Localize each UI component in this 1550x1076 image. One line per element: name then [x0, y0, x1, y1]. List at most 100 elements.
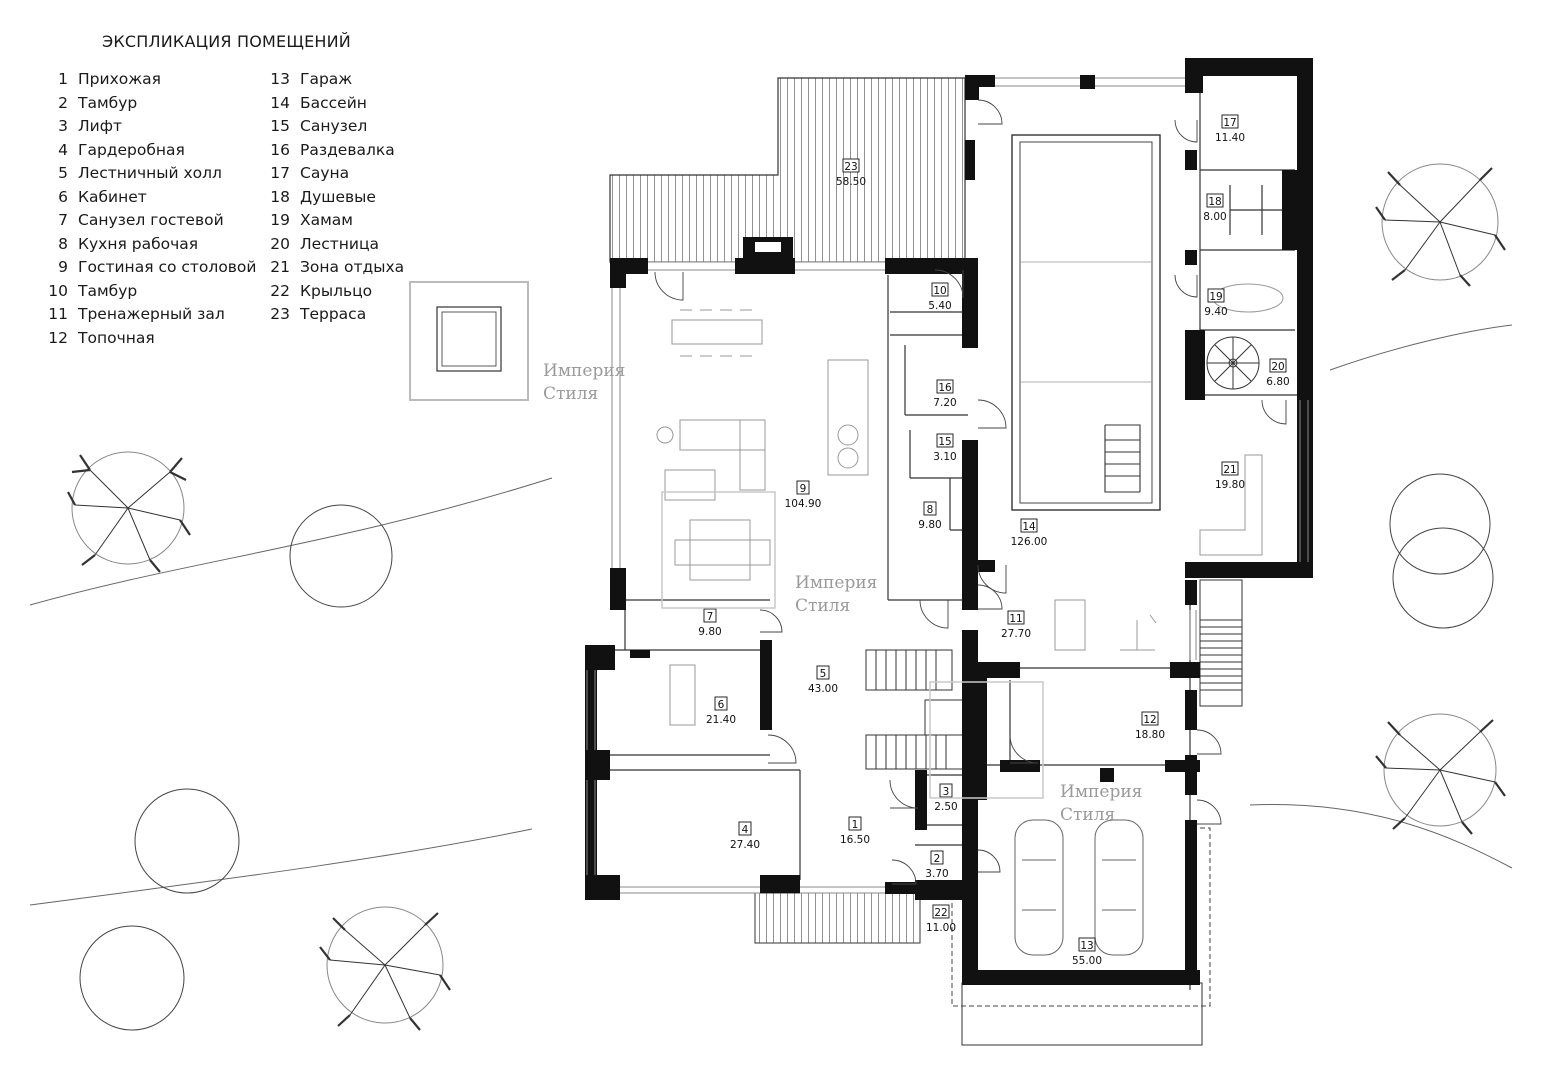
legend-item-name: Санузел: [300, 117, 368, 135]
watermark-2-line2: Стиля: [795, 596, 850, 616]
legend-item-name: Бассейн: [300, 93, 367, 112]
watermark-frame-2: [929, 681, 1044, 799]
room-label-5: 543.00: [808, 665, 838, 695]
room-area: 18.80: [1135, 729, 1165, 741]
room-area: 27.70: [1001, 628, 1031, 640]
room-area: 27.40: [730, 839, 760, 851]
legend-item-name: Терраса: [300, 305, 367, 323]
room-number: 20: [1271, 361, 1284, 373]
porch-22-deck: [754, 892, 921, 944]
room-number: 19: [1209, 291, 1222, 303]
room-label-3: 32.50: [934, 783, 958, 813]
tree-bottom-left: [319, 906, 451, 1031]
room-area: 19.80: [1215, 479, 1245, 491]
legend-item-name: Сауна: [300, 164, 350, 182]
room-label-8: 89.80: [918, 501, 942, 531]
legend-item-name: Крыльцо: [300, 281, 373, 300]
tree-left-upper: [67, 451, 191, 573]
dining-table: [671, 319, 763, 345]
pool-basin: [1011, 134, 1161, 511]
room-area: 7.20: [933, 397, 956, 409]
room-number-box: [842, 158, 860, 173]
room-area: 43.00: [808, 683, 838, 695]
room-number: 23: [844, 161, 857, 173]
tree-right-lower: [1375, 713, 1506, 835]
legend-item-number: 20: [270, 234, 290, 253]
room-number-box: [816, 665, 830, 680]
legend-item-name: Прихожая: [78, 70, 162, 88]
legend-item-number: 13: [270, 70, 290, 88]
shrub-3: [79, 925, 185, 1031]
room-number: 12: [1143, 714, 1156, 726]
legend-item-name: Гараж: [300, 70, 353, 88]
legend-item-number: 10: [48, 281, 68, 300]
shrubs: [79, 473, 1494, 1031]
office-desk: [669, 664, 696, 726]
watermark-1-line2: Стиля: [543, 384, 598, 404]
room-number-box: [939, 783, 953, 798]
room-labels: 116.5023.7032.50427.40543.00621.4079.808…: [698, 114, 1290, 967]
legend-title: ЭКСПЛИКАЦИЯ ПОМЕЩЕНИЙ: [102, 32, 351, 51]
room-area: 126.00: [1011, 536, 1048, 548]
room-number: 9: [800, 483, 807, 495]
legend-item-name: Лифт: [78, 117, 123, 135]
legend-item-3: 3 Лифт: [42, 117, 257, 141]
room-number-box: [936, 433, 954, 448]
room-label-16: 167.20: [933, 379, 957, 409]
legend-item-number: 3: [58, 117, 68, 135]
room-number: 21: [1223, 464, 1236, 476]
kitchen-island: [827, 359, 869, 476]
legend-item-number: 6: [58, 187, 68, 206]
room-label-10: 105.40: [928, 282, 952, 312]
walls: [585, 58, 1313, 985]
room-number-box: [1141, 711, 1159, 726]
room-number: 2: [934, 853, 941, 865]
room-number-box: [1207, 288, 1225, 303]
room-area: 6.80: [1266, 376, 1289, 388]
room-number: 13: [1080, 940, 1093, 952]
landscape: [29, 324, 1513, 906]
legend-item-name: Зона отдыха: [300, 258, 405, 276]
room-area: 11.00: [926, 922, 956, 934]
room-number-box: [932, 904, 950, 919]
room-number-box: [703, 608, 717, 623]
room-label-7: 79.80: [698, 608, 722, 638]
room-number-box: [1221, 461, 1239, 476]
legend-item-number: 4: [58, 140, 68, 159]
room-area: 8.00: [1203, 211, 1226, 223]
room-number-box: [1020, 518, 1038, 533]
watermark-3-line1: Империя: [1060, 782, 1142, 802]
ground-line-upper-right: [1329, 324, 1513, 371]
spiral-stair: [1206, 336, 1260, 390]
room-area: 16.50: [840, 834, 870, 846]
room-area: 104.90: [785, 498, 822, 510]
legend-item-name: Топочная: [78, 328, 155, 347]
shrub-1: [289, 504, 393, 608]
legend-item-name: Хамам: [300, 211, 354, 229]
room-number-box: [923, 501, 937, 516]
shrub-2: [134, 788, 240, 894]
legend-item-number: 1: [58, 70, 68, 88]
room-label-1: 116.50: [840, 816, 870, 846]
room-label-21: 21 19.80: [1215, 461, 1245, 491]
watermarks: Империя Стиля Империя Стиля Империя Стил…: [543, 361, 1142, 825]
